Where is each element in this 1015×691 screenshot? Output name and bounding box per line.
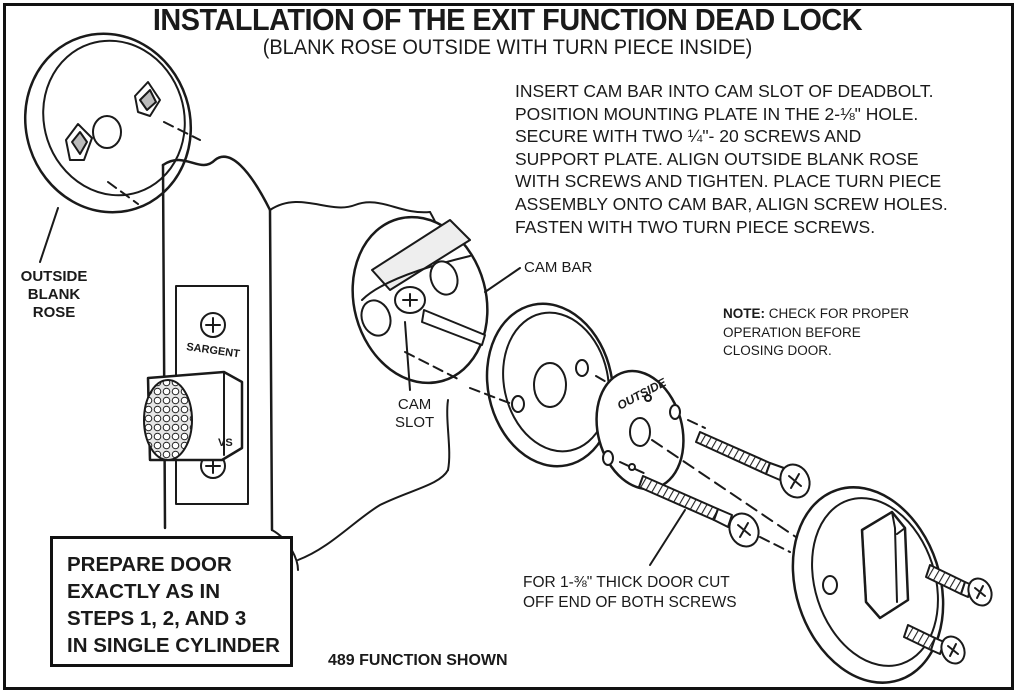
page-subtitle: (BLANK ROSE OUTSIDE WITH TURN PIECE INSI… <box>262 36 753 59</box>
instruction-line: POSITION MOUNTING PLATE IN THE 2-⅛" HOLE… <box>515 103 919 124</box>
cam-slot-label: CAM SLOT <box>395 396 435 431</box>
function-shown-caption: 489 FUNCTION SHOWN <box>328 652 508 669</box>
instruction-line: WITH SCREWS AND TIGHTEN. PLACE TURN PIEC… <box>515 171 942 192</box>
instruction-line: SECURE WITH TWO ¼"- 20 SCREWS AND <box>515 126 862 147</box>
prepare-line: IN SINGLE CYLINDER <box>67 634 280 657</box>
door-cutaway <box>161 155 451 571</box>
instruction-line: INSERT CAM BAR INTO CAM SLOT OF DEADBOLT… <box>515 81 934 101</box>
brand-mark-mirror: VS <box>218 437 233 449</box>
mounting-plate <box>469 302 621 468</box>
outside-blank-rose <box>23 32 201 263</box>
prepare-line: STEPS 1, 2, AND 3 <box>67 607 247 630</box>
prepare-line: EXACTLY AS IN <box>67 580 221 603</box>
screw-lower <box>638 475 791 553</box>
outside-blank-rose-label: OUTSIDE BLANK ROSE <box>20 268 88 321</box>
screw-note-leader <box>649 509 686 566</box>
support-plate <box>595 369 831 561</box>
latch-cylinder <box>143 370 244 462</box>
page-title: INSTALLATION OF THE EXIT FUNCTION DEAD L… <box>152 2 863 37</box>
instruction-line: SUPPORT PLATE. ALIGN OUTSIDE BLANK ROSE <box>515 148 919 169</box>
note-block: NOTE: CHECK FOR PROPER OPERATION BEFORE … <box>723 305 909 361</box>
deadbolt-housing <box>351 215 489 385</box>
turn-piece-screw-lower <box>903 624 966 665</box>
note-line: OPERATION BEFORE <box>723 324 861 340</box>
instruction-line: ASSEMBLY ONTO CAM BAR, ALIGN SCREW HOLES… <box>515 193 948 214</box>
prepare-door-box: PREPARE DOOR EXACTLY AS IN STEPS 1, 2, A… <box>50 536 293 667</box>
note-line: CHECK FOR PROPER <box>768 306 910 321</box>
diagram-frame <box>3 3 1014 690</box>
prepare-line: PREPARE DOOR <box>67 553 232 576</box>
screw-upper <box>695 431 811 499</box>
cam-bar-label: CAM BAR <box>524 259 593 276</box>
note-label: NOTE: <box>723 306 765 321</box>
cam-bar-leader <box>484 267 521 293</box>
note-line: CLOSING DOOR. <box>723 343 832 358</box>
cam-slot-leader <box>404 321 411 391</box>
screw-cut-note: FOR 1-⅜" THICK DOOR CUT OFF END OF BOTH … <box>523 574 737 611</box>
instruction-line: FASTEN WITH TWO TURN PIECE SCREWS. <box>515 216 876 237</box>
instructions-block: INSERT CAM BAR INTO CAM SLOT OF DEADBOLT… <box>515 80 948 238</box>
turn-piece-screw-upper <box>925 564 993 607</box>
